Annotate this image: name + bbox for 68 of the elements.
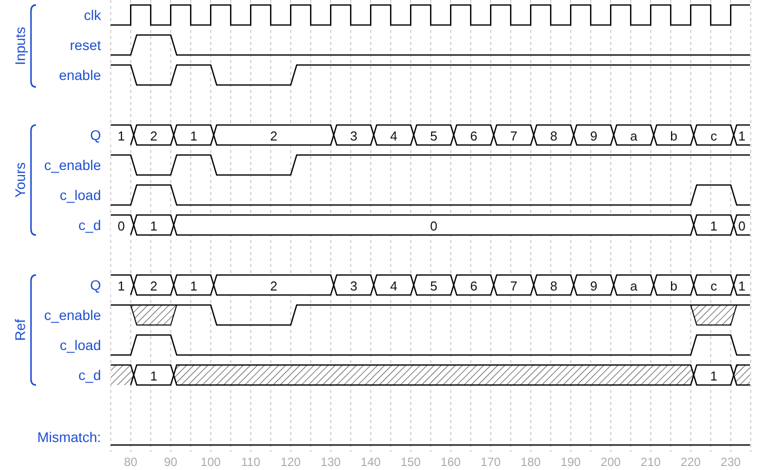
signal-name: c_load: [60, 338, 101, 352]
signal-name: c_enable: [44, 308, 101, 322]
axis-tick-label: 130: [320, 456, 341, 468]
bus-value: 5: [430, 280, 438, 292]
bus-value: 1: [738, 130, 746, 142]
axis-tick-label: 120: [280, 456, 301, 468]
bus-value: 9: [590, 130, 598, 142]
axis-tick-label: 150: [400, 456, 421, 468]
bus-value: 6: [470, 280, 478, 292]
signal-group-label: Ref: [13, 319, 27, 341]
signal-name: clk: [84, 8, 101, 22]
bus-value: 7: [510, 280, 518, 292]
signal-group-label: Inputs: [13, 26, 27, 66]
bus-value: 4: [390, 130, 398, 142]
bus-value: 1: [710, 370, 718, 382]
axis-tick-label: 90: [164, 456, 178, 468]
mismatch-label: Mismatch:: [37, 430, 101, 444]
bus-value: 1: [150, 220, 158, 232]
signal-group-label: Yours: [13, 162, 27, 198]
bus-value: 9: [590, 280, 598, 292]
signal-name: reset: [70, 38, 101, 52]
signal-name: c_load: [60, 188, 101, 202]
bus-value: 6: [470, 130, 478, 142]
bus-value: 1: [190, 280, 198, 292]
signal-name: enable: [58, 68, 101, 82]
bus-value: 8: [550, 130, 558, 142]
signal-name: c_d: [78, 368, 101, 382]
bus-value: 1: [150, 370, 158, 382]
bus-value: 1: [710, 220, 718, 232]
bus-value: 1: [190, 130, 198, 142]
bus-value: 3: [350, 280, 358, 292]
signal-name: c_d: [78, 218, 101, 232]
bus-value: 2: [150, 130, 158, 142]
axis-tick-label: 180: [520, 456, 541, 468]
axis-tick-label: 190: [560, 456, 581, 468]
bus-value: 1: [738, 280, 746, 292]
bus-value: 4: [390, 280, 398, 292]
bus-value: a: [630, 280, 638, 292]
bus-value: 5: [430, 130, 438, 142]
axis-tick-label: 100: [200, 456, 221, 468]
signal-name: Q: [90, 278, 101, 292]
bus-value: 0: [118, 220, 125, 232]
bus-value: 1: [118, 280, 125, 292]
axis-tick-label: 200: [600, 456, 621, 468]
axis-tick-label: 160: [440, 456, 461, 468]
bus-value: 2: [270, 280, 278, 292]
bus-value: 2: [270, 130, 278, 142]
bus-value: b: [670, 280, 678, 292]
bus-value: 8: [550, 280, 558, 292]
bus-value: 0: [430, 220, 438, 232]
axis-tick-label: 80: [124, 456, 138, 468]
axis-tick-label: 210: [640, 456, 661, 468]
axis-tick-label: 220: [680, 456, 701, 468]
bus-value: 3: [350, 130, 358, 142]
axis-tick-label: 230: [720, 456, 741, 468]
bus-value: a: [630, 130, 638, 142]
axis-tick-label: 140: [360, 456, 381, 468]
bus-value: 0: [738, 220, 746, 232]
bus-value: c: [710, 130, 717, 142]
bus-value: c: [710, 280, 717, 292]
bus-value: b: [670, 130, 678, 142]
signal-name: Q: [90, 128, 101, 142]
bus-value: 7: [510, 130, 518, 142]
signal-name: c_enable: [44, 158, 101, 172]
bus-value: 2: [150, 280, 158, 292]
axis-tick-label: 110: [241, 456, 260, 468]
bus-value: 1: [118, 130, 125, 142]
axis-tick-label: 170: [480, 456, 501, 468]
